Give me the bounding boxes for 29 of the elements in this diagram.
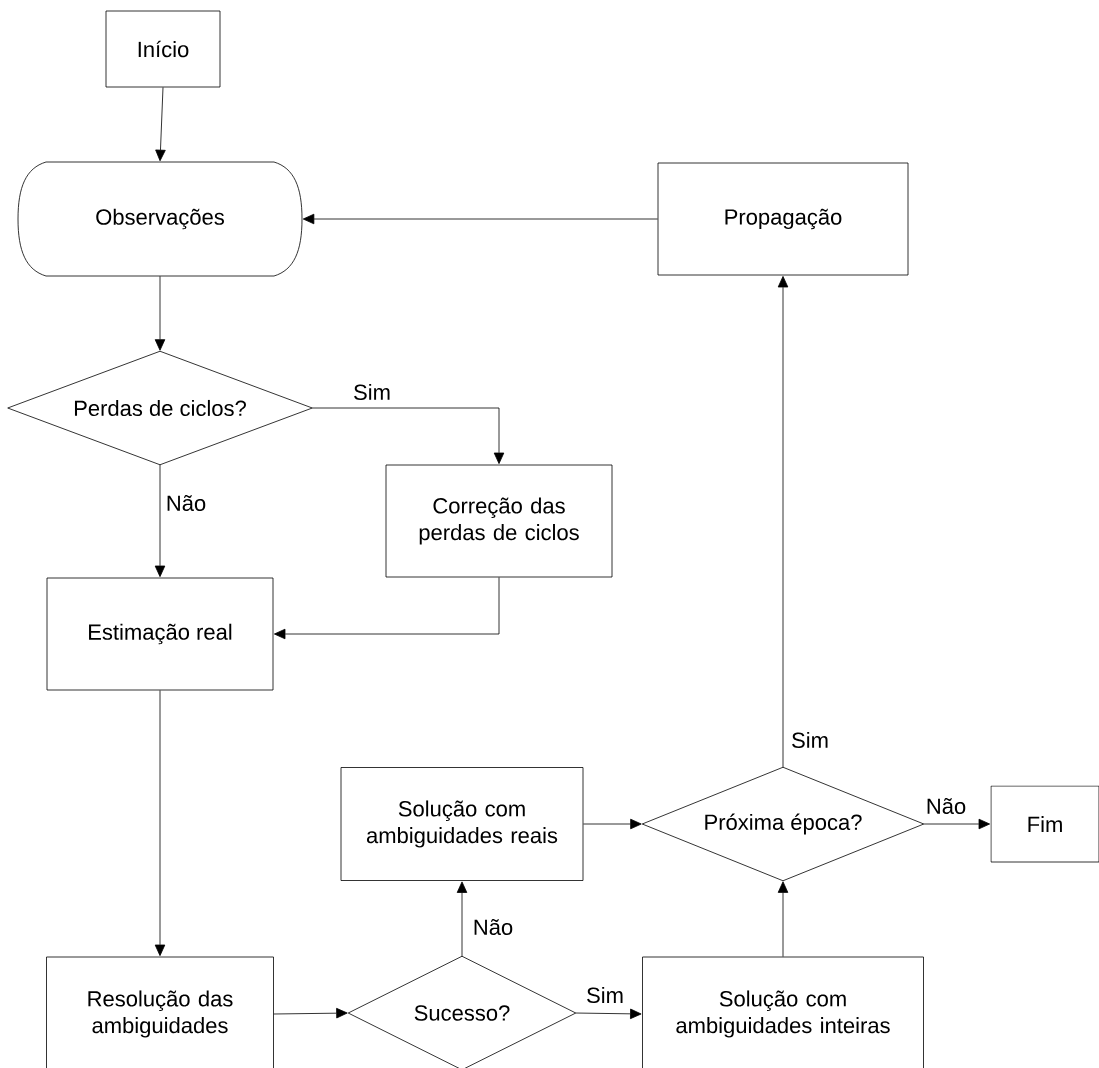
process-box: Fim [990, 785, 1099, 863]
process-box: Propagação [657, 162, 909, 276]
process-box: Resolução das ambiguidades [46, 956, 274, 1068]
process-box: Solução com ambiguidades inteiras [642, 956, 924, 1068]
arrow [273, 1007, 348, 1019]
arrow [311, 407, 505, 464]
edge-label: Sim [584, 985, 626, 1005]
arrow [302, 213, 658, 225]
arrow [456, 881, 468, 957]
process-box: Solução com ambiguidades reais [340, 767, 584, 881]
arrow [154, 690, 166, 957]
process-box: Estimação real [46, 577, 274, 691]
edge-label: Sim [789, 730, 831, 750]
process-box: Início [105, 10, 221, 88]
edge-label: Não [924, 796, 968, 816]
arrow [777, 276, 789, 768]
arrow [575, 1008, 642, 1020]
edge-label: Não [471, 917, 515, 937]
edge-label: Não [164, 493, 208, 513]
arrow [154, 275, 166, 351]
arrow [923, 818, 991, 830]
edge-label: Sim [351, 382, 393, 402]
terminal-shape: Observações [17, 161, 303, 277]
process-box: Correção das perdas de ciclos [385, 464, 613, 578]
arrow [777, 881, 789, 957]
arrow [274, 577, 500, 640]
arrow [154, 464, 166, 578]
arrow [583, 818, 642, 830]
arrow [155, 87, 166, 162]
